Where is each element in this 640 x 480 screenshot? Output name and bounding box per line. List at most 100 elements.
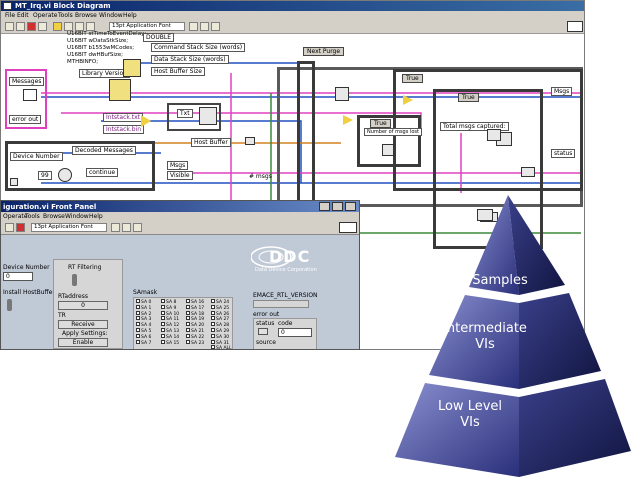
minimize-button[interactable] [319, 202, 330, 211]
close-button[interactable] [345, 202, 356, 211]
maximize-button[interactable] [332, 202, 343, 211]
samask-checkbox[interactable] [186, 304, 190, 309]
samask-item[interactable]: SA 2 [136, 310, 151, 317]
run-arrow-icon[interactable] [5, 223, 14, 232]
samask-item[interactable]: SA 4 [136, 322, 151, 328]
total-msgs-indicator[interactable]: Total msgs captured: [440, 122, 509, 131]
samask-item[interactable]: SA 5 [136, 328, 151, 334]
samask-checkbox[interactable] [186, 310, 190, 315]
samask-item[interactable]: SA 27 [211, 316, 229, 322]
device-number-control[interactable]: 0 [3, 272, 33, 281]
msgs-right-indicator[interactable]: Msgs [551, 87, 573, 96]
samask-checkbox[interactable] [211, 299, 215, 303]
samask-checkbox[interactable] [211, 333, 215, 338]
samask-item[interactable]: SA 13 [161, 328, 179, 334]
case-selector-true-small[interactable]: True [370, 119, 391, 128]
samask-item[interactable]: SA 0 [136, 299, 151, 305]
connector-pane-icon[interactable] [567, 21, 583, 32]
error-out-indicator[interactable]: error out [9, 115, 42, 124]
samask-item[interactable]: SA 19 [186, 316, 204, 322]
samask-checkbox[interactable] [161, 333, 165, 338]
decoded-messages-indicator[interactable]: Decoded Messages [72, 146, 136, 155]
samask-item[interactable]: SA 14 [161, 333, 179, 340]
samask-item[interactable]: SA 29 [211, 328, 229, 334]
samask-item[interactable]: SA 28 [211, 322, 229, 328]
align-icon[interactable] [111, 223, 120, 232]
subvi-read-icon[interactable] [335, 87, 349, 101]
samask-item[interactable]: SA 10 [161, 310, 179, 317]
reorder-icon[interactable] [133, 223, 142, 232]
samask-checkbox[interactable] [161, 310, 165, 315]
samask-item[interactable]: SA 18 [186, 310, 204, 317]
case-selector-true-inner[interactable]: True [458, 93, 479, 102]
samask-checkbox[interactable] [136, 310, 140, 315]
txt-selector[interactable]: Txt [177, 109, 193, 118]
samask-checkbox[interactable] [211, 304, 215, 309]
samask-checkbox[interactable] [186, 322, 190, 327]
menu-help[interactable]: Help [123, 12, 137, 19]
abort-icon[interactable] [27, 22, 36, 31]
menu-edit[interactable]: Edit [17, 12, 29, 19]
samask-item[interactable]: SA 6 [136, 333, 151, 340]
host-buffer-size-indicator[interactable]: Host Buffer Size [151, 67, 206, 76]
samask-checkbox[interactable] [161, 339, 165, 344]
samask-checkbox[interactable] [136, 333, 140, 338]
samask-checkbox[interactable] [161, 316, 165, 321]
menu-window[interactable]: Window [65, 213, 89, 220]
samask-item[interactable]: SA 12 [161, 322, 179, 328]
tr-ring[interactable]: Receive [58, 320, 108, 329]
samask-item[interactable]: SA 21 [186, 328, 204, 334]
visible-property[interactable]: Visible [167, 171, 193, 180]
samask-checkbox[interactable] [136, 316, 140, 321]
msgs-lost-indicator[interactable]: Number of msgs lost [364, 128, 422, 136]
device-number-control[interactable]: Device Number [10, 152, 63, 161]
case-selector-true[interactable]: True [402, 74, 423, 83]
intstack-txt-constant[interactable]: Intstack.txt [103, 113, 144, 122]
menu-tools[interactable]: Tools [58, 12, 73, 19]
samask-checkbox[interactable] [211, 345, 215, 349]
step-over-icon[interactable] [75, 22, 84, 31]
samask-checkbox[interactable] [136, 299, 140, 303]
samask-item[interactable]: SA 22 [186, 333, 204, 340]
samask-item[interactable]: SA 23 [186, 339, 204, 346]
subvi-get-info-icon[interactable] [109, 79, 131, 101]
font-select[interactable]: 13pt Application Font [109, 22, 185, 31]
messages-indicator[interactable]: Messages [9, 77, 45, 86]
rt-filtering-toggle[interactable] [72, 274, 77, 286]
double-constant[interactable]: DOUBLE [143, 33, 174, 42]
samask-item[interactable]: SA 9 [161, 304, 176, 311]
samask-checkbox[interactable] [186, 328, 190, 332]
samask-checkbox[interactable] [211, 322, 215, 327]
samask-item[interactable]: SA 3 [136, 316, 151, 322]
subvi-bottom-icon[interactable] [477, 209, 493, 221]
reorder-icon[interactable] [211, 22, 220, 31]
distribute-icon[interactable] [200, 22, 209, 31]
samask-checkbox[interactable] [161, 322, 165, 327]
samask-item[interactable]: SA 26 [211, 310, 229, 317]
add-node-icon[interactable] [382, 144, 394, 156]
equal-node-icon[interactable] [343, 115, 353, 125]
status-indicator[interactable]: status [551, 149, 576, 158]
samask-checkbox[interactable] [186, 333, 190, 338]
samask-item[interactable]: SA 7 [136, 339, 151, 346]
bundle-icon[interactable] [23, 89, 37, 101]
install-hostbuffer-toggle[interactable] [7, 299, 12, 311]
menu-tools[interactable]: Tools [25, 213, 40, 220]
host-buffer-ring[interactable]: Host Buffer [191, 138, 231, 147]
run-continuous-icon[interactable] [16, 22, 25, 31]
menu-help[interactable]: Help [89, 213, 103, 220]
intstack-bin-constant[interactable]: Intstack.bin [103, 125, 145, 134]
samask-item[interactable]: SA 30 [211, 333, 229, 340]
samask-checkbox[interactable] [211, 328, 215, 332]
bundle-right-icon[interactable] [487, 129, 501, 141]
step-into-icon[interactable] [64, 22, 73, 31]
next-purge-selector[interactable]: Next Purge [303, 47, 345, 56]
step-out-icon[interactable] [86, 22, 95, 31]
menu-window[interactable]: Window [99, 12, 123, 19]
samask-checkbox[interactable] [136, 322, 140, 327]
samask-checkbox[interactable] [211, 316, 215, 321]
run-arrow-icon[interactable] [5, 22, 14, 31]
samask-item[interactable]: SA 25 [211, 304, 229, 311]
numeric-constant[interactable]: 99 [38, 171, 52, 180]
highlight-icon[interactable] [53, 22, 62, 31]
